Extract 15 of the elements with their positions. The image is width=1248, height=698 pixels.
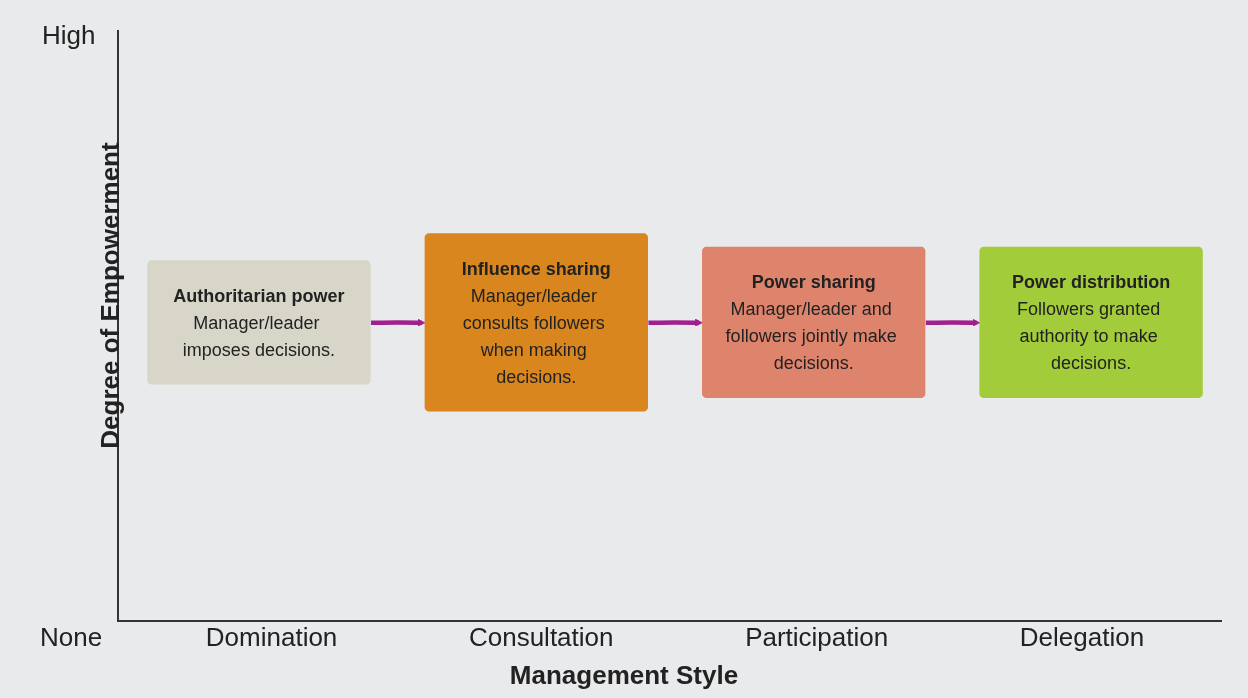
category-label: Delegation <box>1019 622 1145 653</box>
node-box: Influence sharing Manager/leader consults followers when making decisions. <box>424 233 648 412</box>
node-box: Power distribution Followers granted authority to make decisions. <box>979 246 1203 399</box>
category-label: Consultation <box>468 622 614 653</box>
axis-title: Management Style <box>508 660 740 691</box>
category-label: Domination <box>205 622 338 653</box>
axis-tick-label: None <box>40 622 103 653</box>
axis-title: Degree of Empowerment <box>94 141 126 451</box>
arrow <box>648 318 703 327</box>
axis-tick-label: High <box>42 20 96 51</box>
arrow <box>925 318 981 327</box>
node-box: Power sharing Manager/leader and followers jointly make decisions. <box>702 246 926 399</box>
arrow <box>371 318 426 327</box>
category-label: Participation <box>745 622 889 653</box>
node-box: Authoritarian power Manager/leader imposes decisions. <box>147 260 371 385</box>
